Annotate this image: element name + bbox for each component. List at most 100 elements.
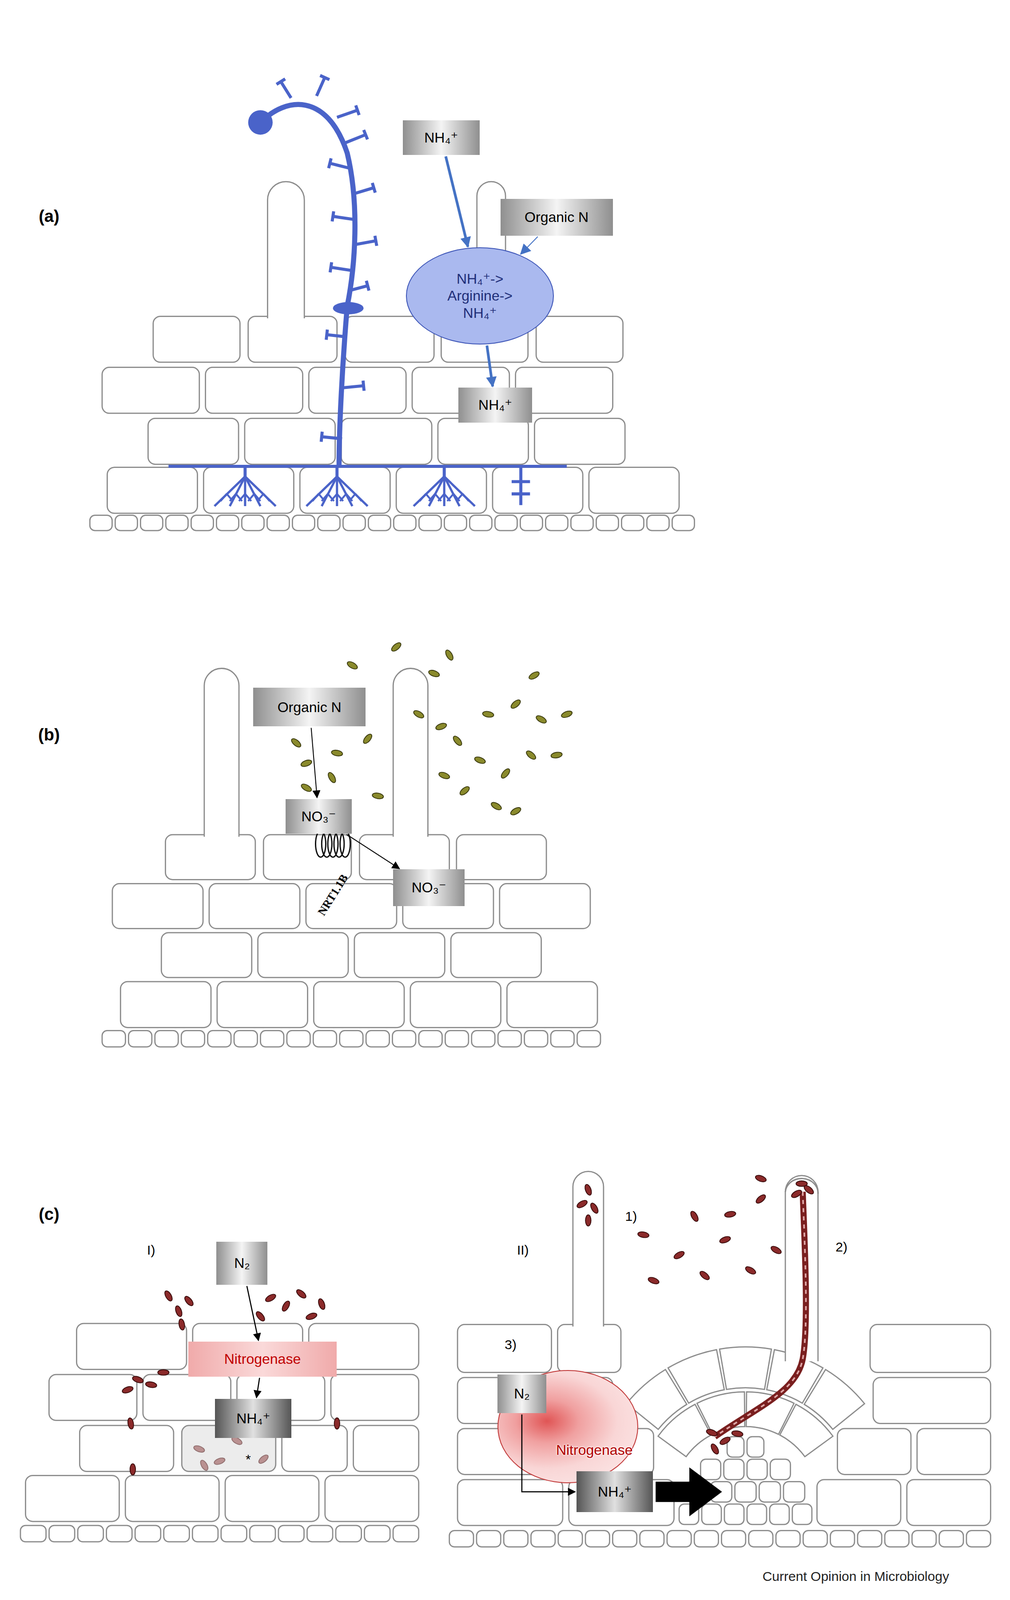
root-cell [89,515,112,531]
bacterium [157,1370,169,1376]
root-cell [520,515,543,531]
nrt-transporter [315,831,350,858]
flow-arrow [311,727,318,798]
root-cell [499,883,591,929]
root-cell [911,1531,936,1548]
root-cell [365,1030,390,1048]
root-cell [217,982,308,1028]
node-text: NH₄⁺ [478,396,513,414]
nutrient-box: NH₄⁺ [576,1471,653,1513]
root-cell [410,982,502,1028]
arbuscule-small [511,492,530,496]
bacterium [130,1464,136,1476]
root-cell [248,316,338,363]
arbuscule-twig [263,493,270,502]
transporter-helix [340,831,351,858]
arched-cortex-cell [668,1350,725,1404]
root-cell [471,1030,496,1048]
node-text: NO₃⁻ [301,808,336,826]
root-cell [353,1426,419,1472]
bacterium [295,1288,308,1301]
root-cell [102,367,200,414]
root-cell [747,1459,768,1481]
arched-cortex-cell [719,1347,772,1391]
bacterium [718,1436,732,1447]
root-cell [306,1526,333,1543]
root-cell [775,1531,800,1548]
root-cell [79,1426,174,1472]
bacterium [174,1305,183,1319]
bacterium [509,698,522,711]
bacterium [576,1199,589,1210]
root-cell [48,1375,137,1421]
root-cell [700,1459,721,1481]
root-cell [299,467,390,514]
arbuscule-small [511,480,530,484]
bacterium [744,1265,757,1277]
hyphal-branch [337,110,358,118]
bacterium [769,1245,783,1256]
root-cell [545,515,568,531]
bacterium [182,1295,195,1308]
hyphal-tip [330,262,332,273]
bacterium [524,749,537,762]
bacterium [434,722,448,732]
arbuscule-branch [243,476,247,507]
root-cell [769,1504,790,1526]
arbuscule-branch [321,476,337,507]
arbuscule-trunk [442,466,446,478]
arbuscule-branch [337,476,368,507]
root-cell [244,418,336,465]
root-cell [216,515,239,531]
root-cell [364,1526,391,1543]
hyphal-tip [372,182,376,193]
root-cell [205,367,303,414]
arbuscule-branch [335,476,338,507]
hyphal-branch [330,267,352,271]
node-text: NH₄⁺ [236,1410,271,1428]
bacterium [389,641,402,653]
node-text: NH₄⁺-> Arginine-> NH₄⁺ [437,270,523,322]
root-cell [570,515,593,531]
bacterium [509,806,522,817]
intraradical-hypha [168,465,567,469]
root-cell [837,1429,911,1476]
root-cell [558,1531,583,1548]
root-cell [759,1482,781,1503]
flow-arrow [256,1378,260,1399]
root-cell [161,933,252,979]
root-cell [748,1531,773,1548]
root-cell [724,1504,744,1526]
root-cell [102,1030,126,1048]
root-cell [770,1459,791,1481]
bacterium [326,771,338,784]
root-cell [165,835,255,880]
fungal-hypha [260,104,355,467]
root-cell [25,1476,120,1523]
arbuscule-twig [419,493,426,502]
flow-arrow [520,236,538,255]
hyphal-tip [320,75,330,80]
bacterium [427,669,441,679]
bacterium [345,660,359,671]
node-text: N₂ [234,1255,251,1273]
panel-a-root [89,75,695,531]
arbuscule-branch [306,476,338,507]
node-text: Organic N [524,208,589,226]
root-cell [449,1531,474,1548]
arbuscule-twig [349,493,356,502]
bacterium [145,1381,158,1390]
hyphal-branch [348,286,368,291]
panel-c2-root [449,1172,991,1548]
bacterium [790,1189,803,1200]
root-cell [445,1030,469,1048]
root-cell [286,1030,311,1048]
root-cell [803,1531,828,1548]
arbuscule-twig [257,493,264,502]
root-cell [165,515,188,531]
root-cell [396,467,487,514]
root-cell [531,1531,556,1548]
root-cell [494,515,517,531]
